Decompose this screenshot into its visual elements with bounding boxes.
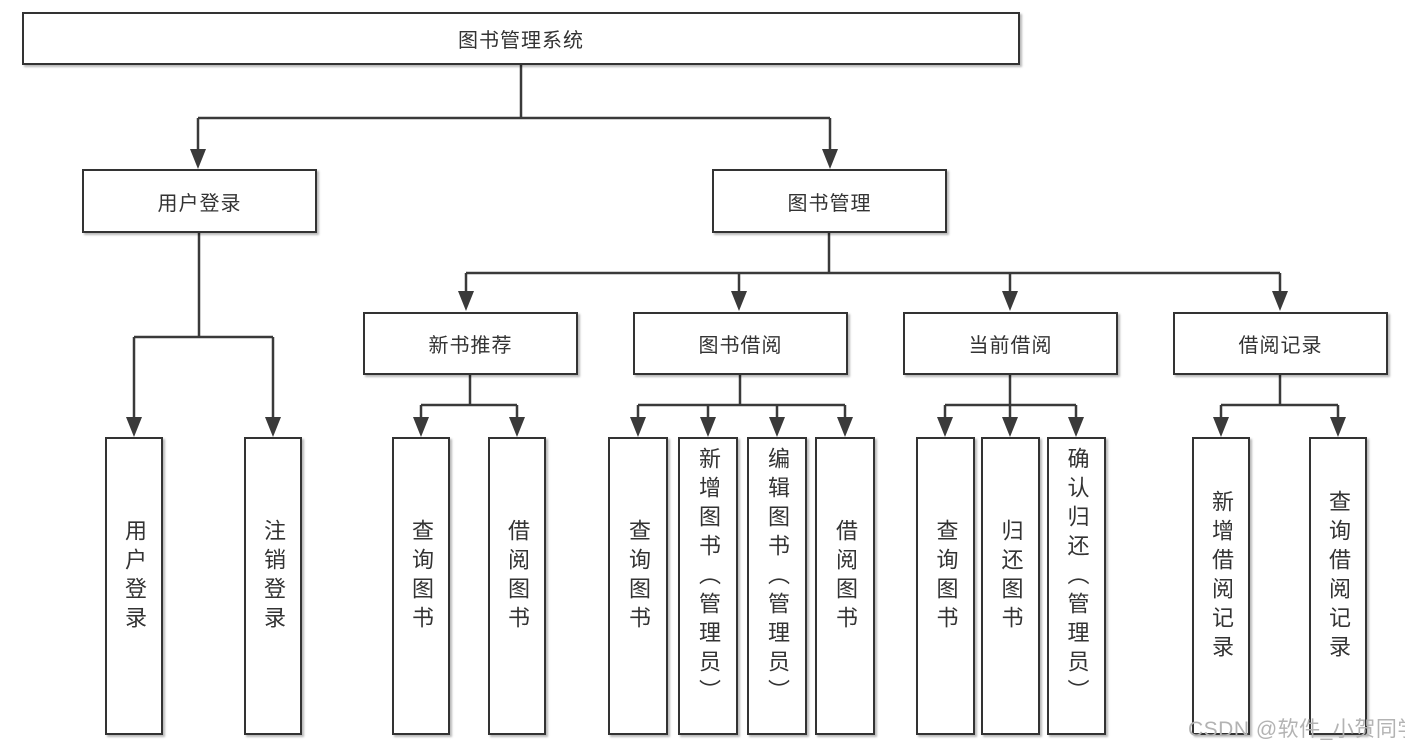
- leaf-edit-book-admin: 编辑图书（管理员）: [747, 437, 807, 735]
- leaf-query-books-borrow-label: 查询图书: [626, 519, 651, 635]
- leaf-borrow-books-recommend-label: 借阅图书: [505, 519, 530, 635]
- leaf-borrow-books-borrow: 借阅图书: [815, 437, 875, 735]
- leaf-edit-book-admin-label: 编辑图书（管理员）: [765, 446, 790, 708]
- leaf-user-login-label: 用户登录: [122, 519, 147, 635]
- leaf-logout: 注销登录: [244, 437, 302, 735]
- node-book-borrow: 图书借阅: [633, 312, 848, 375]
- arrowheads: [126, 149, 1346, 437]
- node-new-book-recommend: 新书推荐: [363, 312, 578, 375]
- leaf-add-book-admin: 新增图书（管理员）: [678, 437, 738, 735]
- leaf-query-books-current: 查询图书: [916, 437, 975, 735]
- leaf-query-books-recommend: 查询图书: [392, 437, 450, 735]
- leaf-query-borrow-record-label: 查询借阅记录: [1326, 490, 1351, 664]
- leaf-confirm-return-admin-label: 确认归还（管理员）: [1064, 446, 1090, 708]
- node-library-system: 图书管理系统: [22, 12, 1020, 65]
- leaf-query-books-current-label: 查询图书: [933, 519, 959, 635]
- leaf-confirm-return-admin: 确认归还（管理员）: [1047, 437, 1106, 735]
- leaf-return-book: 归还图书: [981, 437, 1040, 735]
- node-current-borrow: 当前借阅: [903, 312, 1118, 375]
- csdn-watermark: CSDN @软件_小贺同学: [1188, 718, 1405, 741]
- leaf-add-book-admin-label: 新增图书（管理员）: [696, 446, 721, 708]
- leaf-logout-label: 注销登录: [261, 519, 286, 635]
- node-book-management: 图书管理: [712, 169, 947, 233]
- leaf-query-books-borrow: 查询图书: [608, 437, 668, 735]
- leaf-add-borrow-record-label: 新增借阅记录: [1209, 490, 1234, 664]
- node-user-login: 用户登录: [82, 169, 317, 233]
- node-borrow-records: 借阅记录: [1173, 312, 1388, 375]
- leaf-query-borrow-record: 查询借阅记录: [1309, 437, 1367, 735]
- leaf-user-login: 用户登录: [105, 437, 163, 735]
- leaf-borrow-books-recommend: 借阅图书: [488, 437, 546, 735]
- tree-edges: [132, 65, 1340, 418]
- leaf-add-borrow-record: 新增借阅记录: [1192, 437, 1250, 735]
- leaf-query-books-recommend-label: 查询图书: [409, 519, 434, 635]
- leaf-return-book-label: 归还图书: [998, 519, 1024, 635]
- leaf-borrow-books-borrow-label: 借阅图书: [833, 519, 858, 635]
